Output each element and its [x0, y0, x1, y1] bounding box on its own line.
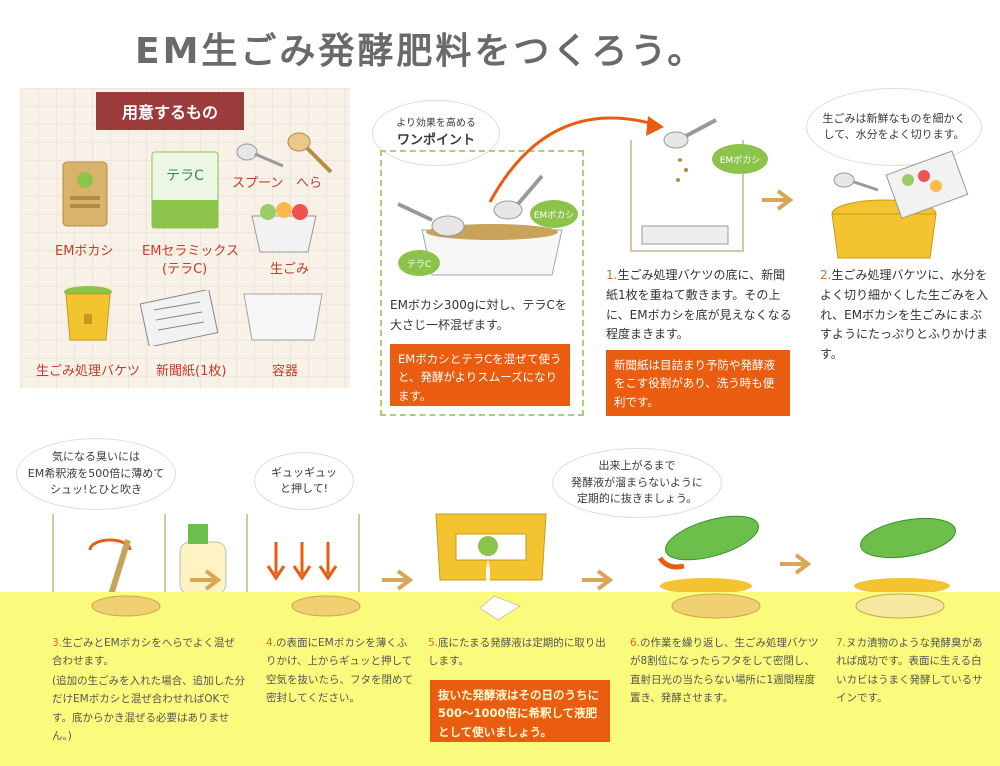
- bucket-icon: [64, 286, 112, 341]
- mixing-container-icon: [397, 174, 563, 276]
- curved-arrow-icon: [488, 116, 664, 203]
- step3-num: 3.: [52, 637, 63, 649]
- arrow-right-icon: [582, 569, 614, 591]
- bokashi-bag-icon: [62, 161, 108, 227]
- step6-body: の作業を繰り返し、生ごみ処理バケツが8割位になったらフタをして密閉し、直射日光の…: [630, 637, 819, 705]
- tool-spoon-label: スプーン: [232, 176, 284, 191]
- step3-sub: (追加の生ごみを入れた場合、追加した分だけEMボカシと混ぜ合わせればOKです。底…: [52, 675, 246, 743]
- tool-ceramics-sub-label: (テラC): [162, 262, 208, 277]
- tool-garbage-label: 生ごみ: [270, 262, 310, 277]
- step4-bubble-line2: と押して!: [279, 482, 329, 495]
- step3-text: 3.生ごみとEMボカシをへらでよく混ぜ合わせます。: [52, 634, 244, 671]
- onepoint-bubble-line2: ワンポイント: [396, 132, 475, 148]
- page-title: EM生ごみ発酵肥料をつくろう。: [135, 31, 707, 72]
- onepoint-body: EMボカシ300gに対し、テラCを大さじ一杯混ぜます。: [390, 298, 567, 332]
- step1-newspaper-icon: [641, 225, 729, 245]
- step7-text: 7.ヌカ漬物のような発酵臭があれば成功です。表面に生える白いカビはうまく発酵して…: [836, 634, 986, 708]
- step3-bubble-line3: シュッ!とひと吹き: [49, 483, 143, 497]
- step6-bucket-lid-icon: [657, 515, 759, 594]
- step3-bubble: 気になる臭いには EM希釈液を500倍に薄めて シュッ!とひと吹き: [16, 438, 176, 510]
- onepoint-panel: [380, 150, 584, 416]
- step3-bubble-line2: EM希釈液を500倍に薄めて: [27, 466, 165, 480]
- tag-bokashi-onepoint: EMボカシ: [530, 200, 578, 228]
- step4-bubble-line1: ギュッギュッ: [271, 465, 337, 479]
- arrow-right-icon: [762, 189, 794, 211]
- step4-text: 4.の表面にEMボカシを薄くふりかけ、上からギュッと押して空気を抜いたら、フタを…: [266, 634, 416, 708]
- step4-num: 4.: [266, 637, 277, 649]
- tool-bokashi-label: EMボカシ: [55, 244, 114, 259]
- step5-tap-icon: [435, 513, 547, 588]
- step5-body: 底にたまる発酵液は定期的に取り出します。: [428, 637, 606, 668]
- step7-body: ヌカ漬物のような発酵臭があれば成功です。表面に生える白いカビはうまく発酵している…: [836, 637, 983, 705]
- step6-text: 6.の作業を繰り返し、生ごみ処理バケツが8割位になったらフタをして密閉し、直射日…: [630, 634, 820, 708]
- onepoint-bubble: より効果を高める ワンポイント: [372, 100, 500, 166]
- step1-bucket-illustration: [630, 140, 744, 252]
- tool-bucket-label: 生ごみ処理バケツ: [36, 364, 141, 379]
- spatula-icon: [287, 132, 333, 174]
- step6-num: 6.: [630, 637, 641, 649]
- step2-num: 2.: [820, 268, 832, 282]
- step5-num: 5.: [428, 637, 439, 649]
- arrow-right-icon: [382, 569, 414, 591]
- step5-bubble: 出来上がるまで 発酵液が溜まらないように 定期的に抜きましょう。: [552, 448, 722, 518]
- step1-spoon-icon: [663, 118, 717, 182]
- step1-note: 新聞紙は目詰まり予防や発酵液をこす役割があり、洗う時も便利です。: [606, 350, 790, 416]
- spoon-icon: [236, 143, 284, 168]
- tool-ceramics-label: EMセラミックス: [142, 244, 240, 259]
- step5-bubble-line2: 発酵液が溜まらないように: [571, 475, 703, 489]
- terac-package-icon: テラC: [151, 151, 219, 229]
- step5-note: 抜いた発酵液はその日のうちに500〜1000倍に希釈して液肥として使いましょう。: [430, 680, 610, 742]
- tool-spatula-label: へら: [296, 176, 323, 191]
- step3-body: 生ごみとEMボカシをへらでよく混ぜ合わせます。: [52, 637, 235, 668]
- tag-terac: テラC: [398, 250, 440, 276]
- newspaper-icon: [140, 290, 219, 346]
- step7-num: 7.: [836, 637, 847, 649]
- container-icon: [243, 293, 323, 341]
- arrow-right-icon: [780, 553, 812, 575]
- tool-container-label: 容器: [272, 364, 299, 379]
- tools-heading: 用意するもの: [96, 92, 244, 130]
- step4-press-arrows-icon: [266, 542, 338, 581]
- step7-bucket-lid-icon: [854, 517, 956, 594]
- step5-bubble-line1: 出来上がるまで: [598, 459, 676, 473]
- step1-tag-bokashi: EMボカシ: [712, 144, 768, 174]
- step2-body: 生ごみ処理バケツに、水分をよく切り細かくした生ごみを入れ、EMボカシを生ごみにま…: [820, 268, 989, 362]
- step5-bubble-line3: 定期的に抜きましょう。: [576, 492, 698, 506]
- onepoint-note: EMボカシとテラCを混ぜて使うと、発酵がよりスムーズになります。: [390, 344, 570, 406]
- bucket-rims-icon: [91, 593, 945, 621]
- step2-bubble-text: 生ごみは新鮮なものを細かくして、水分をよく切ります。: [822, 111, 966, 142]
- onepoint-bubble-line1: より効果を高める: [396, 117, 476, 129]
- step1-text: 1.生ごみ処理バケツの底に、新聞紙1枚を重ねて敷きます。その上に、EMボカシを底…: [606, 266, 792, 345]
- garbage-strainer-icon: [251, 202, 317, 253]
- step2-text: 2.生ごみ処理バケツに、水分をよく切り細かくした生ごみを入れ、EMボカシを生ごみ…: [820, 266, 988, 365]
- step3-bubble-line1: 気になる臭いには: [52, 450, 140, 464]
- arrow-right-icon: [190, 569, 222, 591]
- step1-body: 生ごみ処理バケツの底に、新聞紙1枚を重ねて敷きます。その上に、EMボカシを底が見…: [606, 268, 792, 342]
- step4-bubble: ギュッギュッ と押して!: [254, 452, 354, 510]
- step2-bucket-icon: [831, 150, 969, 259]
- svg-text:テラC: テラC: [166, 168, 204, 184]
- step1-num: 1.: [606, 268, 618, 282]
- step5-text: 5.底にたまる発酵液は定期的に取り出します。: [428, 634, 614, 671]
- step4-body: の表面にEMボカシを薄くふりかけ、上からギュッと押して空気を抜いたら、フタを閉め…: [266, 637, 413, 705]
- tool-newspaper-label: 新聞紙(1枚): [156, 364, 227, 379]
